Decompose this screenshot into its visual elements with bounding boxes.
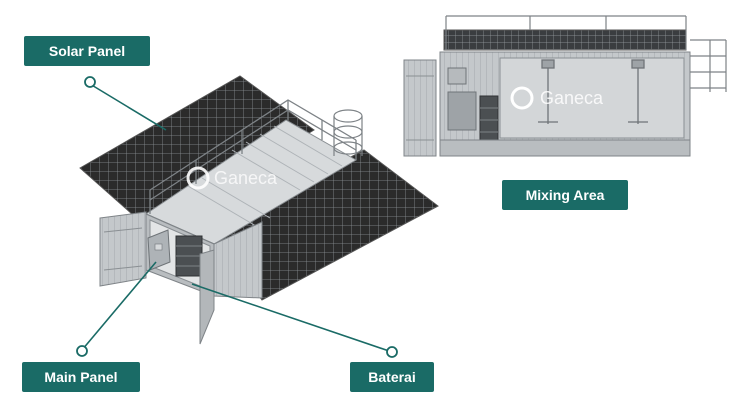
watermark-elevation-text: Ganeca — [540, 88, 604, 108]
watermark-elevation: Ganeca — [510, 86, 604, 110]
open-door-right — [199, 249, 215, 345]
elevation-railing — [445, 15, 687, 50]
leader-dots — [76, 76, 398, 358]
main-panel-box — [147, 229, 171, 271]
solar-wing-left — [79, 75, 315, 231]
roof-slats — [187, 125, 343, 227]
watermark-iso: Ganeca — [186, 166, 278, 190]
elevation-solar-strip — [443, 29, 687, 51]
ladder-cage — [333, 109, 363, 156]
watermark-iso-text: Ganeca — [214, 168, 278, 188]
leader-baterai — [191, 283, 393, 353]
elevation-door-left — [403, 59, 437, 157]
label-baterai: Baterai — [350, 362, 434, 392]
iso-container: Ganeca — [79, 75, 439, 345]
label-main-panel: Main Panel — [22, 362, 140, 392]
leader-solar — [89, 83, 167, 131]
label-mixing-area: Mixing Area — [502, 180, 628, 210]
elevation-container: Ganeca — [403, 15, 727, 157]
elevation-battery — [479, 95, 499, 145]
elevation-vent — [447, 67, 467, 85]
battery-rack — [175, 235, 203, 277]
leader-lines — [81, 83, 393, 353]
elevation-control-panel — [447, 91, 477, 131]
label-solar-panel: Solar Panel — [24, 36, 150, 66]
leader-main — [81, 261, 157, 351]
elevation-base — [439, 139, 691, 157]
leader-main-dot — [76, 345, 88, 357]
mixer-agitators — [538, 59, 648, 124]
leader-baterai-dot — [386, 346, 398, 358]
elevation-stair — [690, 39, 727, 92]
open-door-left — [99, 211, 147, 287]
leader-solar-dot — [84, 76, 96, 88]
